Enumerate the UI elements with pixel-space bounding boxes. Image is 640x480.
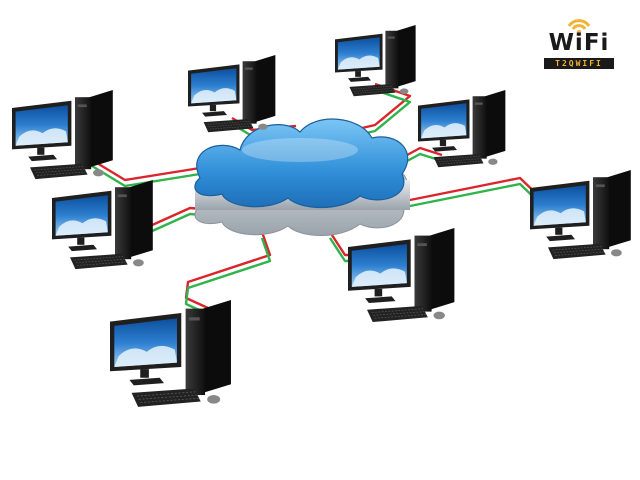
monitor-stand bbox=[209, 104, 217, 112]
mouse bbox=[207, 395, 221, 404]
computer-tower bbox=[115, 187, 132, 260]
logo-subtitle: T2QWIFI bbox=[544, 58, 614, 69]
screen-clouds bbox=[421, 123, 467, 139]
desktop-computer-icon bbox=[188, 55, 276, 133]
monitor-stand bbox=[77, 237, 85, 245]
monitor-stand bbox=[439, 139, 447, 147]
tower-side bbox=[202, 300, 231, 393]
tower-side bbox=[607, 170, 631, 248]
monitor-base bbox=[68, 244, 97, 252]
mouse bbox=[433, 311, 445, 320]
mouse bbox=[133, 259, 144, 267]
mouse bbox=[488, 158, 498, 165]
desktop-computer-icon bbox=[110, 300, 231, 407]
mouse bbox=[258, 123, 268, 130]
cloud-top bbox=[194, 118, 409, 209]
drive-bay bbox=[417, 243, 427, 247]
computer-tower bbox=[75, 97, 92, 170]
tower-side bbox=[396, 25, 416, 87]
screen-clouds bbox=[55, 218, 108, 236]
screen-clouds bbox=[114, 345, 177, 367]
screen-clouds bbox=[191, 88, 237, 104]
drive-bay bbox=[387, 36, 395, 39]
monitor-base bbox=[365, 296, 396, 304]
computer-tower bbox=[472, 96, 487, 159]
mouse bbox=[611, 249, 622, 257]
mouse bbox=[93, 169, 104, 177]
monitor-base bbox=[28, 154, 57, 162]
desktop-computer-icon bbox=[335, 25, 416, 97]
computer-group bbox=[12, 25, 631, 407]
desktop-computer-icon bbox=[418, 90, 506, 168]
monitor-base bbox=[202, 111, 227, 117]
monitor-stand bbox=[555, 227, 563, 235]
cloud-highlight bbox=[242, 138, 358, 162]
tower-side bbox=[429, 228, 455, 310]
computer-tower bbox=[242, 61, 257, 124]
wifi-signal-icon bbox=[567, 19, 591, 34]
cable-red bbox=[184, 231, 272, 310]
desktop-computer-icon bbox=[530, 170, 631, 260]
screen-clouds bbox=[533, 208, 586, 226]
logo-wordmark: WiFi bbox=[548, 30, 610, 56]
cloud-icon bbox=[194, 118, 410, 236]
monitor-stand bbox=[140, 369, 149, 378]
monitor-stand bbox=[37, 147, 45, 155]
desktop-computer-icon bbox=[12, 90, 113, 180]
drive-bay bbox=[595, 184, 605, 188]
drive-bay bbox=[244, 67, 253, 70]
tower-side bbox=[89, 90, 113, 168]
monitor-base bbox=[546, 234, 575, 242]
screen-clouds bbox=[351, 268, 407, 287]
mouse bbox=[399, 88, 409, 95]
desktop-computer-icon bbox=[348, 228, 455, 323]
screen-clouds bbox=[15, 128, 68, 146]
monitor-base bbox=[432, 146, 457, 152]
desktop-computer-icon bbox=[52, 180, 153, 270]
screen-clouds bbox=[337, 55, 380, 70]
computer-tower bbox=[385, 30, 399, 89]
tower-side bbox=[485, 90, 506, 158]
computer-tower bbox=[593, 177, 610, 250]
drive-bay bbox=[77, 104, 87, 108]
drive-bay bbox=[474, 102, 483, 105]
tower-side bbox=[129, 180, 153, 258]
monitor-stand bbox=[374, 288, 383, 297]
drive-bay bbox=[188, 317, 200, 321]
monitor-stand bbox=[355, 71, 361, 77]
computer-tower bbox=[414, 235, 432, 312]
cable-green bbox=[184, 237, 272, 316]
monitor-base bbox=[129, 377, 164, 386]
brand-logo: WiFi T2QWIFI bbox=[540, 14, 618, 70]
tower-side bbox=[255, 55, 276, 123]
computer-tower bbox=[185, 308, 206, 396]
drive-bay bbox=[117, 194, 127, 198]
monitor-base bbox=[347, 76, 371, 82]
